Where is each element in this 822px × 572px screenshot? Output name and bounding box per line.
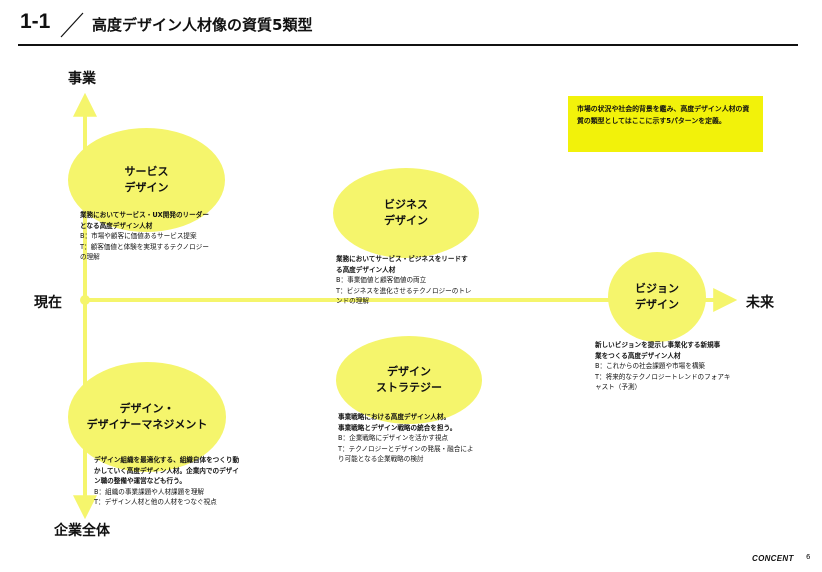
- desc-design-strategy: 事業戦略における高度デザイン人材。 事業戦略とデザイン戦略の統合を担う。 B：企…: [338, 412, 498, 465]
- desc-lead-line: 事業戦略とデザイン戦略の統合を担う。: [338, 423, 457, 432]
- desc-detail-line: の理解: [80, 253, 100, 262]
- desc-lead-line: となる高度デザイン人材: [80, 221, 153, 230]
- desc-detail-line: B：市場や顧客に価値あるサービス提案: [80, 232, 197, 241]
- desc-lead-line: 業務においてサービス・ビジネスをリードす: [336, 255, 468, 263]
- type-name-line: ビジネス: [384, 198, 428, 211]
- page-title: 高度デザイン人材像の資質5類型: [92, 16, 313, 34]
- axis-label-top: 事業: [68, 71, 96, 87]
- concent-logo: CONCENT: [752, 554, 794, 563]
- type-name-line: サービス: [124, 165, 169, 178]
- ellipse-vision-design: ビジョン デザイン: [608, 252, 706, 342]
- desc-detail-line: T：ビジネスを進化させるテクノロジーのトレ: [336, 286, 472, 295]
- type-name-line: デザイン・: [119, 402, 175, 415]
- desc-detail-line: T：デザイン人材と他の人材をつなぐ視点: [94, 498, 217, 507]
- desc-detail-line: ャスト（予測）: [595, 383, 642, 392]
- desc-lead-line: 新しいビジョンを提示し事業化する新規事: [595, 341, 721, 349]
- ellipse-business-design: ビジネス デザイン: [333, 168, 479, 258]
- desc-detail-line: T：テクノロジーとデザインの発展・融合によ: [338, 444, 474, 453]
- type-name-line: ビジョン: [635, 282, 679, 295]
- type-name-line: デザイナーマネジメント: [86, 418, 208, 431]
- desc-business-design: 業務においてサービス・ビジネスをリードす る高度デザイン人材 B：事業価値と顧客…: [336, 254, 496, 307]
- ellipse-design-management: デザイン・ デザイナーマネジメント: [68, 362, 226, 472]
- title-divider-slash: [60, 12, 84, 38]
- desc-design-management: デザイン組織を最適化する、組織自体をつくり動 かしていく高度デザイン人材。企業内…: [94, 455, 269, 508]
- desc-lead-line: デザイン組織を最適化する、組織自体をつくり動: [94, 456, 240, 464]
- note-box: 市場の状況や社会的背景を鑑み、高度デザイン人材の資質の類型としてはここに示す5パ…: [568, 96, 763, 152]
- desc-detail-line: B：企業戦略にデザインを活かす視点: [338, 434, 449, 443]
- ellipse-service-design: サービス デザイン: [68, 128, 225, 232]
- desc-detail-line: T：将来的なテクノロジートレンドのフォアキ: [595, 372, 731, 381]
- desc-detail-line: B：これからの社会課題や市場を構築: [595, 362, 706, 371]
- type-name-line: デザイン: [387, 365, 431, 378]
- desc-detail-line: ンドの理解: [336, 297, 369, 306]
- desc-detail-line: T：顧客価値と体験を実現するテクノロジー: [80, 242, 209, 251]
- axis-label-right: 未来: [746, 295, 774, 311]
- desc-lead-line: 業をつくる高度デザイン人材: [595, 351, 681, 360]
- axis-label-bottom: 企業全体: [54, 523, 110, 539]
- type-name-line: デザイン: [635, 298, 679, 311]
- ellipse-design-strategy: デザイン ストラテジー: [336, 336, 482, 424]
- desc-detail-line: B：組織の事業課題や人材課題を理解: [94, 487, 205, 496]
- desc-detail-line: り可能となる企業戦略の検討: [338, 455, 424, 464]
- type-name-line: デザイン: [384, 214, 428, 227]
- desc-service-design: 業務においてサービス・UX開発のリーダー となる高度デザイン人材 B：市場や顧客…: [80, 210, 240, 263]
- desc-lead-line: る高度デザイン人材: [336, 265, 396, 274]
- desc-lead-line: 事業戦略における高度デザイン人材。: [338, 413, 451, 421]
- axis-origin: [80, 295, 90, 305]
- page-number: 6: [806, 553, 811, 561]
- axis-label-left: 現在: [34, 295, 62, 311]
- slide-number: 1-1: [20, 10, 51, 33]
- type-name-line: ストラテジー: [376, 381, 442, 394]
- desc-lead-line: かしていく高度デザイン人材。企業内でのデザイ: [94, 466, 239, 475]
- desc-lead-line: ン職の整備や運営なども行う。: [94, 477, 186, 486]
- desc-vision-design: 新しいビジョンを提示し事業化する新規事 業をつくる高度デザイン人材 B：これから…: [595, 340, 755, 393]
- type-name-line: デザイン: [124, 181, 169, 194]
- desc-detail-line: B：事業価値と顧客価値の両立: [336, 276, 427, 285]
- title-rule: [18, 44, 798, 46]
- desc-lead-line: 業務においてサービス・UX開発のリーダー: [80, 211, 209, 219]
